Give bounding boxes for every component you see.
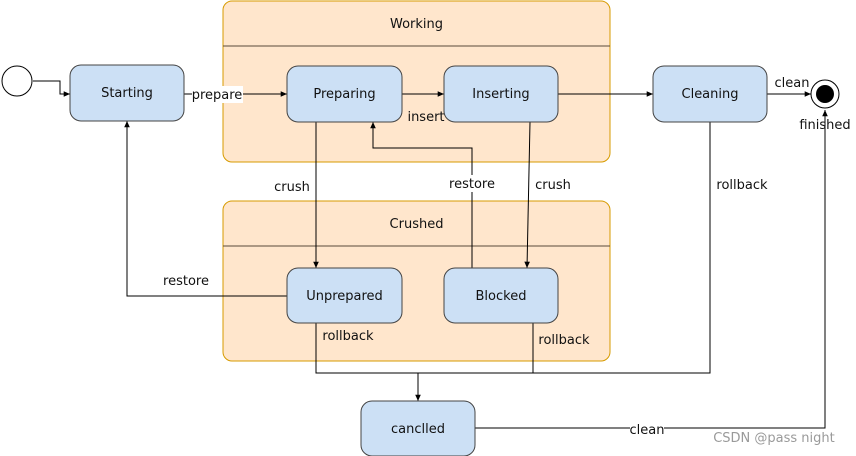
final-state-label: finished [799,118,850,133]
edge-unprepared-starting [124,121,287,297]
state-starting-label: Starting [101,86,153,101]
label-restore-unprepared: restore [163,274,209,289]
edge-blocked-preparing [370,122,473,268]
state-preparing-label: Preparing [313,87,375,102]
final-state [810,79,840,109]
state-unprepared-label: Unprepared [306,289,383,304]
label-crush-preparing: crush [274,180,310,195]
state-starting[interactable]: Starting [69,64,185,122]
state-blocked[interactable]: Blocked [443,267,559,324]
label-rollback-unprepared: rollback [322,329,374,344]
state-inserting[interactable]: Inserting [443,65,559,123]
label-crush-inserting: crush [535,178,571,193]
edge-cancelled-finished [475,110,828,429]
label-rollback-blocked: rollback [538,333,590,348]
state-blocked-label: Blocked [476,289,527,304]
state-cleaning[interactable]: Cleaning [652,65,768,123]
group-working-title: Working [390,17,443,32]
state-inserting-label: Inserting [472,87,529,102]
watermark: CSDN @pass night [713,431,835,446]
label-prepare: prepare [192,88,243,103]
state-preparing[interactable]: Preparing [286,65,403,123]
edge-inserting-blocked [524,121,531,269]
label-clean-cancelled: clean [630,423,665,438]
edge-unprepared-cancelled [315,323,421,401]
edge-cleaning-cancelled [418,122,711,374]
state-cleaning-label: Cleaning [682,87,739,102]
initial-state [1,65,33,97]
label-clean-finish: clean [775,76,810,91]
label-restore-blocked: restore [449,177,495,192]
state-cancelled-label: canclled [391,422,445,437]
edge-initial-starting [33,80,70,97]
state-cancelled[interactable]: canclled [360,400,476,456]
group-crushed-title: Crushed [390,217,444,232]
state-unprepared[interactable]: Unprepared [286,267,403,324]
label-rollback-cleaning: rollback [716,178,768,193]
label-insert: insert [407,110,444,125]
